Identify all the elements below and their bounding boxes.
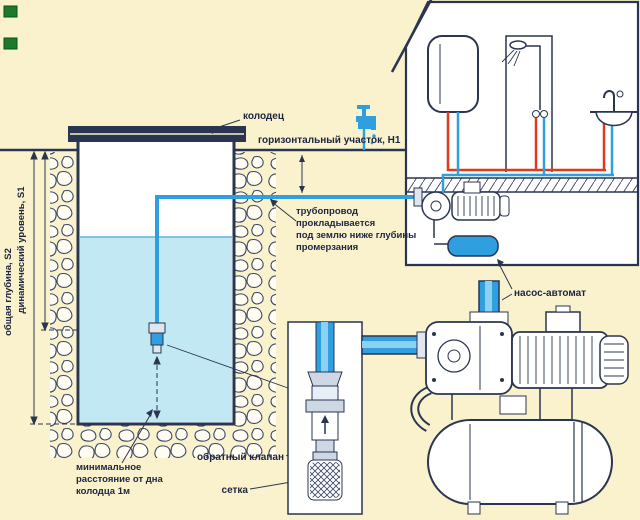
sink-faucet-icon [603, 90, 615, 112]
foot-valve [148, 322, 166, 354]
svg-text:минимальное: минимальное [76, 462, 141, 473]
pressure-tank [427, 419, 613, 505]
pressure-switch [499, 395, 527, 415]
cold-pipe [441, 112, 614, 193]
svg-text:под землю ниже глубины: под землю ниже глубины [296, 230, 416, 241]
svg-text:колодца 1м: колодца 1м [76, 486, 130, 497]
house-plumbing [441, 110, 614, 193]
sink-bowl [595, 111, 633, 127]
svg-text:прокладывается: прокладывается [296, 218, 375, 229]
label-pipeline-note: трубопровод прокладывается под землю ниж… [296, 206, 416, 253]
label-pump-auto: насос-автомат [514, 288, 586, 299]
showerhead-icon [509, 40, 527, 50]
svg-text:расстояние от дна: расстояние от дна [76, 474, 164, 485]
label-well: колодец [243, 111, 285, 122]
svg-text:промерзания: промерзания [296, 242, 358, 253]
min-distance-dimension [153, 355, 161, 420]
label-min-distance: минимальное расстояние от дна колодца 1м [76, 462, 164, 497]
flow-arrow-icon [321, 415, 329, 423]
pump-casing [425, 321, 513, 395]
svg-text:трубопровод: трубопровод [296, 206, 358, 217]
label-check-valve: обратный клапан [197, 451, 284, 463]
pump-station-detail [361, 280, 629, 515]
annotations: колодец горизонтальный участок, Н1 трубо… [76, 111, 586, 497]
valve-icon [532, 110, 540, 118]
label-dynamic-level: динамический уровень, S1 [16, 186, 27, 314]
house-floor [405, 177, 639, 193]
label-total-depth: общая глубина, S2 [3, 248, 14, 336]
house [390, 0, 640, 267]
label-mesh: сетка [222, 485, 249, 496]
label-horizontal-run: горизонтальный участок, Н1 [258, 135, 401, 146]
small-pump-station [413, 181, 510, 257]
faucet-icon [356, 105, 376, 150]
water-heater [427, 35, 479, 113]
check-valve-inset [287, 321, 363, 515]
roof-line [390, 0, 433, 73]
hot-pipe [446, 112, 606, 172]
sink [590, 90, 638, 175]
suction-pipe [148, 195, 418, 354]
terminal-box [545, 311, 581, 333]
small-pressure-tank [447, 235, 499, 257]
valve-icon [540, 110, 548, 118]
watermark-green-tags [3, 5, 18, 50]
leader-to-inset [166, 344, 289, 389]
shower [501, 35, 553, 172]
